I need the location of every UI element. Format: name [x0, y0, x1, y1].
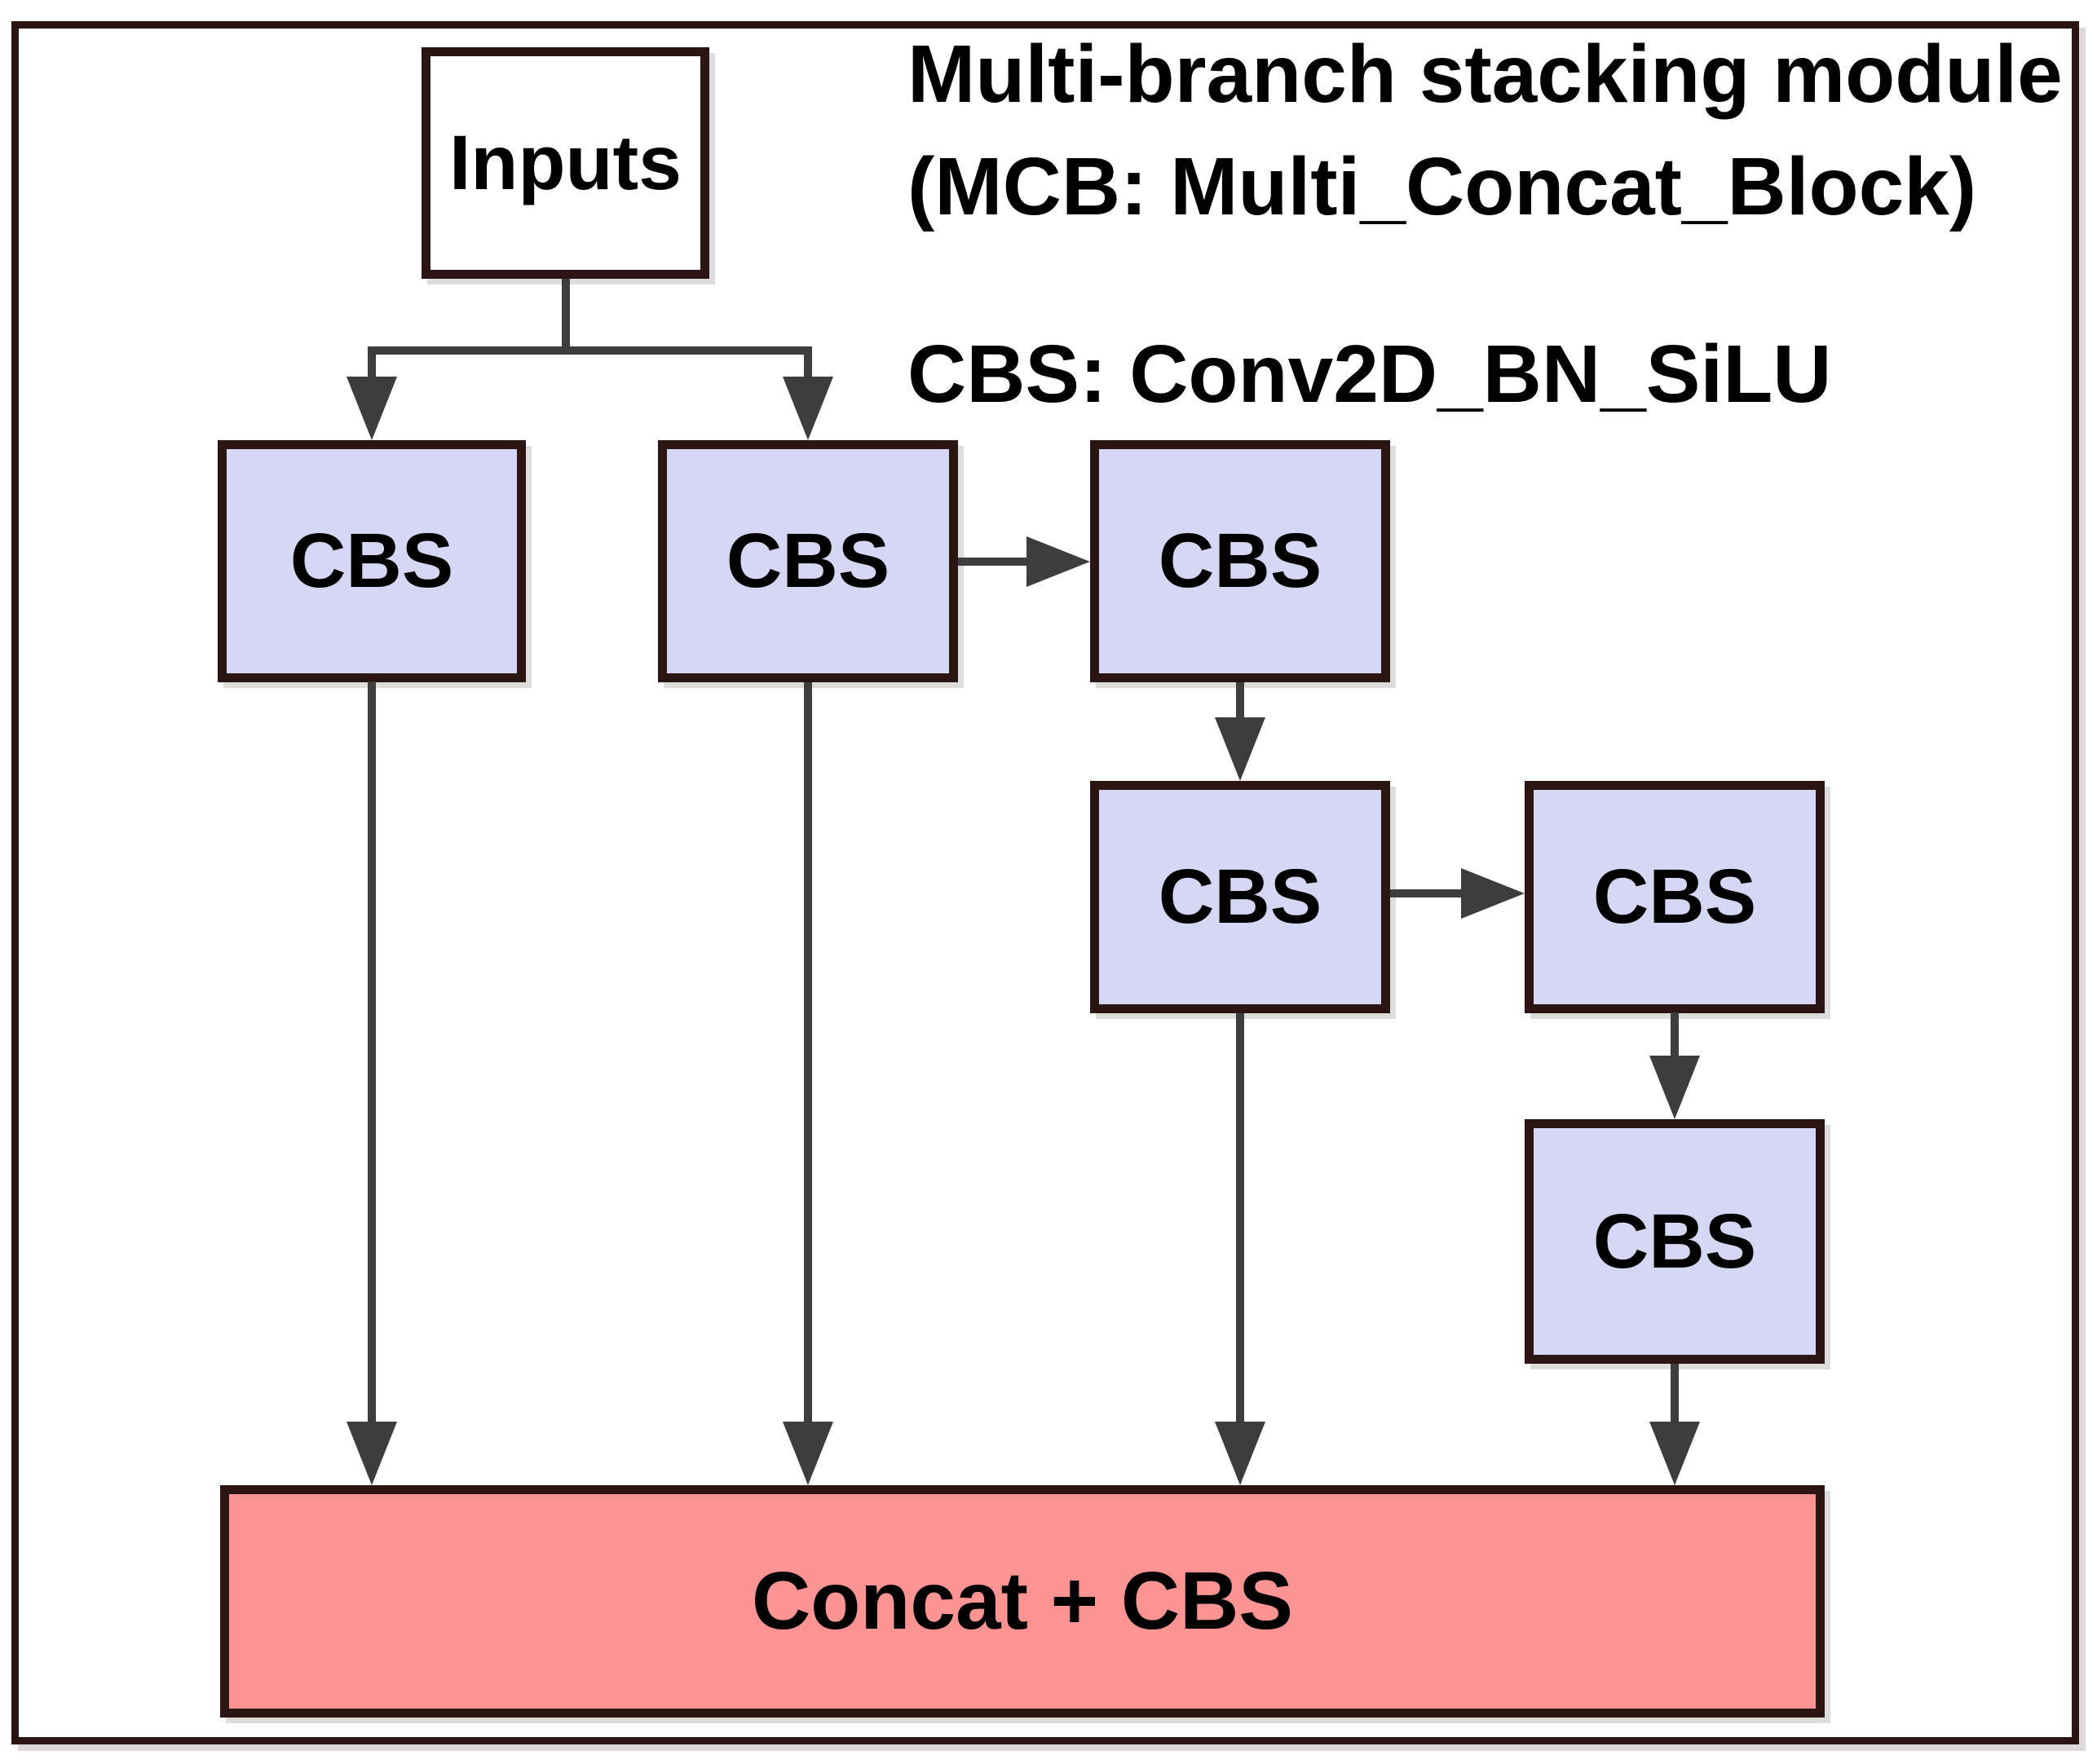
connector-cbs6-concat: [1671, 1364, 1679, 1427]
diagram-title: Multi-branch stacking module (MCB: Multi…: [907, 18, 2063, 243]
connector-split-bar: [368, 346, 812, 355]
cbs-node-5: CBS: [1525, 781, 1825, 1013]
concat-cbs-node: Concat + CBS: [220, 1485, 1825, 1718]
connector-inputs-stem: [562, 279, 570, 354]
connector-cbs3-cbs4: [1236, 682, 1244, 723]
cbs-legend: CBS: Conv2D_BN_SiLU: [907, 329, 1832, 420]
diagram-title-line1: Multi-branch stacking module: [907, 29, 2063, 120]
connector-split-right-stub: [804, 346, 812, 383]
concat-cbs-label: Concat + CBS: [751, 1555, 1293, 1647]
cbs-label: CBS: [1592, 853, 1757, 940]
cbs-label: CBS: [1158, 518, 1322, 604]
inputs-label: Inputs: [449, 119, 682, 206]
inputs-node: Inputs: [422, 47, 709, 279]
connector-cbs2-cbs3: [958, 558, 1031, 566]
arrowhead-into-cbs5-icon: [1461, 868, 1525, 919]
connector-cbs4-concat: [1236, 1013, 1244, 1427]
connector-cbs1-concat: [368, 681, 376, 1427]
cbs-label: CBS: [1592, 1197, 1757, 1285]
arrowhead-into-cbs3-icon: [1026, 536, 1090, 587]
cbs-node-6: CBS: [1525, 1119, 1825, 1364]
connector-cbs2-concat: [804, 682, 812, 1427]
cbs-node-4: CBS: [1090, 781, 1390, 1013]
arrowhead-concat-branch2-icon: [783, 1422, 833, 1485]
cbs-label: CBS: [726, 518, 890, 604]
arrowhead-into-cbs6-icon: [1649, 1056, 1700, 1119]
cbs-node-2: CBS: [658, 440, 958, 682]
cbs-label: CBS: [1158, 853, 1322, 940]
arrowhead-into-cbs2-icon: [783, 377, 833, 440]
connector-cbs5-cbs6: [1671, 1012, 1679, 1061]
cbs-node-1: CBS: [218, 440, 526, 682]
diagram-title-line2: (MCB: Multi_Concat_Block): [907, 141, 1977, 232]
arrowhead-concat-branch4-icon: [1649, 1422, 1700, 1485]
arrowhead-into-cbs1-icon: [347, 377, 397, 440]
arrowhead-concat-branch3-icon: [1215, 1422, 1265, 1485]
outer-frame: [11, 21, 2079, 1744]
cbs-label: CBS: [289, 518, 454, 604]
arrowhead-into-cbs4-icon: [1215, 717, 1265, 781]
connector-cbs4-cbs5: [1390, 889, 1466, 897]
cbs-node-3: CBS: [1090, 440, 1390, 682]
arrowhead-concat-branch1-icon: [347, 1422, 397, 1485]
connector-split-left-stub: [368, 346, 376, 383]
